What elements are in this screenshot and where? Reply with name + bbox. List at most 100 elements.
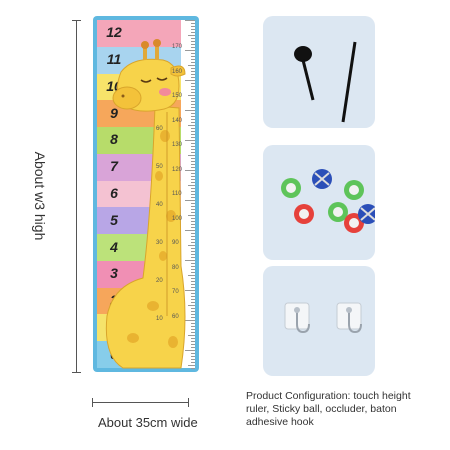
height-dimension-cap-bottom <box>72 372 81 373</box>
scale-tick <box>191 176 195 177</box>
scale-tick <box>191 236 195 237</box>
giraffe-ear <box>170 65 186 77</box>
scale-tick <box>185 20 195 21</box>
scale-tick <box>191 23 195 24</box>
ruler-number: 7 <box>110 158 118 175</box>
scale-tick <box>191 287 195 288</box>
ruler-number: 11 <box>106 51 122 68</box>
scale-tick <box>185 290 195 291</box>
giraffe-scale-label: 40 <box>156 202 163 208</box>
scale-label: 150 <box>172 93 183 99</box>
giraffe-scale-label: 30 <box>156 240 163 246</box>
scale-tick <box>191 368 195 369</box>
scale-tick <box>191 347 195 348</box>
scale-tick <box>191 131 195 132</box>
scale-tick <box>185 110 195 111</box>
scale-label: 110 <box>172 191 182 197</box>
scale-tick <box>191 311 195 312</box>
scale-tick <box>191 173 195 174</box>
ruler-number: 6 <box>110 185 118 201</box>
scale-tick <box>191 254 195 255</box>
scale-tick <box>191 329 195 330</box>
scale-tick <box>191 278 195 279</box>
scale-tick <box>191 86 195 87</box>
scale-tick <box>191 71 195 72</box>
occluder-baton-icon <box>294 41 357 123</box>
scale-tick <box>191 239 195 240</box>
giraffe-scale-label: 10 <box>156 316 163 322</box>
scale-tick <box>191 281 195 282</box>
scale-tick <box>191 251 195 252</box>
scale-tick <box>191 359 195 360</box>
scale-tick <box>191 356 195 357</box>
scale-tick <box>191 83 195 84</box>
giraffe-spot <box>147 301 159 311</box>
scale-tick <box>191 179 195 180</box>
ruler-number: 5 <box>110 211 118 228</box>
ruler-number: 9 <box>110 104 118 121</box>
scale-tick <box>191 227 195 228</box>
accessory-card-occluder-baton <box>263 16 375 128</box>
scale-tick <box>185 140 195 141</box>
giraffe-spot <box>166 210 176 222</box>
scale-tick <box>191 122 195 123</box>
scale-tick <box>191 293 195 294</box>
scale-tick <box>191 269 195 270</box>
scale-label: 70 <box>172 289 179 295</box>
giraffe-scale-label: 20 <box>156 278 163 284</box>
height-dimension-cap-top <box>72 20 81 21</box>
giraffe-scale-label: 50 <box>156 164 163 170</box>
giraffe-nostril <box>121 94 125 98</box>
scale-tick <box>191 134 195 135</box>
giraffe-scale-label: 60 <box>156 126 163 132</box>
scale-label: 100 <box>172 215 183 222</box>
giraffe-spot <box>160 130 170 142</box>
width-dimension-line <box>92 402 188 403</box>
scale-tick <box>191 89 195 90</box>
ruler-number: 4 <box>110 238 118 255</box>
giraffe-eye <box>140 79 152 83</box>
scale-tick <box>191 26 195 27</box>
scale-tick <box>185 50 195 51</box>
scale-tick <box>191 308 195 309</box>
scale-tick <box>191 218 195 219</box>
scale-tick <box>191 257 195 258</box>
ruler-number: 8 <box>110 131 118 148</box>
scale-tick <box>191 272 195 273</box>
giraffe-horn-tip <box>141 41 149 49</box>
scale-label: 60 <box>172 313 179 320</box>
scale-tick <box>191 341 195 342</box>
scale-tick <box>188 335 195 336</box>
scale-tick <box>191 128 195 129</box>
scale-label: 140 <box>172 117 183 124</box>
scale-tick <box>191 152 195 153</box>
ruler-scale <box>181 20 195 369</box>
width-dimension-cap-left <box>92 398 93 407</box>
giraffe-body <box>105 105 186 369</box>
scale-tick <box>191 101 195 102</box>
scale-tick <box>185 260 195 261</box>
accessory-card-hooks <box>263 266 375 376</box>
giraffe-horn-tip <box>153 39 161 47</box>
scale-tick <box>191 68 195 69</box>
scale-tick <box>191 77 195 78</box>
scale-tick <box>191 182 195 183</box>
scale-tick <box>185 200 195 201</box>
scale-tick <box>191 221 195 222</box>
scale-tick <box>191 74 195 75</box>
scale-tick <box>191 212 195 213</box>
scale-tick <box>191 362 195 363</box>
scale-tick <box>191 98 195 99</box>
width-label: About 35cm wide <box>98 415 198 430</box>
ruler-number: 3 <box>110 265 118 282</box>
scale-tick <box>191 209 195 210</box>
scale-tick <box>191 41 195 42</box>
scale-tick <box>191 233 195 234</box>
scale-tick <box>191 299 195 300</box>
scale-tick <box>191 296 195 297</box>
scale-label: 120 <box>172 166 183 173</box>
scale-tick <box>191 323 195 324</box>
scale-tick <box>191 53 195 54</box>
scale-tick <box>191 317 195 318</box>
scale-tick <box>191 191 195 192</box>
